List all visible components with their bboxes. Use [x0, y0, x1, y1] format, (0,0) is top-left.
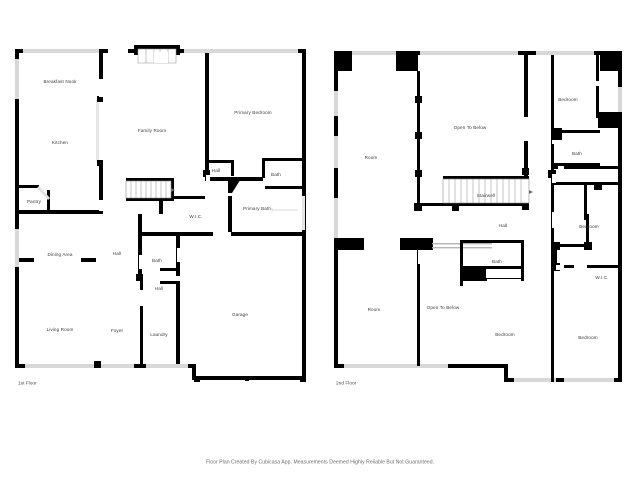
footer-disclaimer: Floor Plan Created By Cubicasa App. Meas… [206, 459, 434, 465]
room-label-wic-second: W.I.C. [595, 275, 608, 280]
floor-1-fixtures [271, 196, 305, 230]
floor-2-room-labels: Room Room Open To Below Open To Below St… [365, 97, 609, 340]
room-label-hall-primary: Hall [212, 168, 220, 173]
floor-2-stairwell [442, 178, 533, 204]
floor-1-staircase [125, 180, 175, 199]
room-label-living-room: Living Room [47, 327, 74, 332]
floor-2-plan: Room Room Open To Below Open To Below St… [334, 51, 622, 386]
room-label-laundry: Laundry [150, 332, 168, 337]
room-label-foyer: Foyer [111, 328, 124, 333]
room-label-kitchen: Kitchen [52, 140, 68, 145]
floor-2-exterior-walls [334, 51, 622, 382]
room-label-primary-bath: Primary Bath [243, 206, 271, 211]
floor-1-windows [15, 49, 300, 368]
room-label-room-upper: Room [365, 155, 378, 160]
room-label-hall-mid: Hall [155, 286, 163, 291]
room-label-bath-first: Bath [152, 258, 162, 263]
room-label-dining-area: Dining Area [47, 252, 72, 257]
floor-2-door-openings [418, 81, 600, 283]
room-label-pantry: Pantry [27, 199, 42, 204]
floor-1-room-labels: Breakfast Nook Kitchen Pantry Dining Are… [27, 79, 281, 337]
floor-1-door-openings [34, 79, 267, 306]
floor-1-plan: Breakfast Nook Kitchen Pantry Dining Are… [15, 45, 306, 386]
room-label-breakfast-nook: Breakfast Nook [43, 79, 77, 84]
room-label-garage: Garage [232, 312, 248, 317]
floor-1-caption: 1st Floor [18, 380, 37, 386]
room-label-hall-dining: Hall [113, 251, 121, 256]
room-label-room-lower: Room [368, 307, 381, 312]
floor-2-caption: 2nd Floor [336, 380, 357, 386]
room-label-open-to-below-upper: Open To Below [454, 125, 487, 130]
room-label-primary-bedroom: Primary Bedroom [234, 110, 272, 115]
floor-1-exterior-walls [15, 49, 306, 382]
room-label-stairwell: Stairwell [477, 193, 495, 198]
room-label-bedroom-bottom-right: Bedroom [578, 335, 598, 340]
room-label-bedroom-mid-right: Bedroom [579, 224, 599, 229]
room-label-bath-primary-half: Bath [271, 172, 281, 177]
room-label-family-room: Family Room [138, 128, 166, 133]
room-label-bath-center: Bath [492, 259, 502, 264]
room-label-wic-first: W.I.C. [189, 214, 202, 219]
room-label-open-to-below-lower: Open To Below [427, 305, 460, 310]
room-label-bedroom-top-right: Bedroom [558, 97, 578, 102]
room-label-bath-top-right: Bath [572, 151, 582, 156]
room-label-hall-second: Hall [499, 223, 507, 228]
room-label-bedroom-bottom-center: Bedroom [495, 332, 515, 337]
floor-1-bay-window [128, 45, 184, 64]
